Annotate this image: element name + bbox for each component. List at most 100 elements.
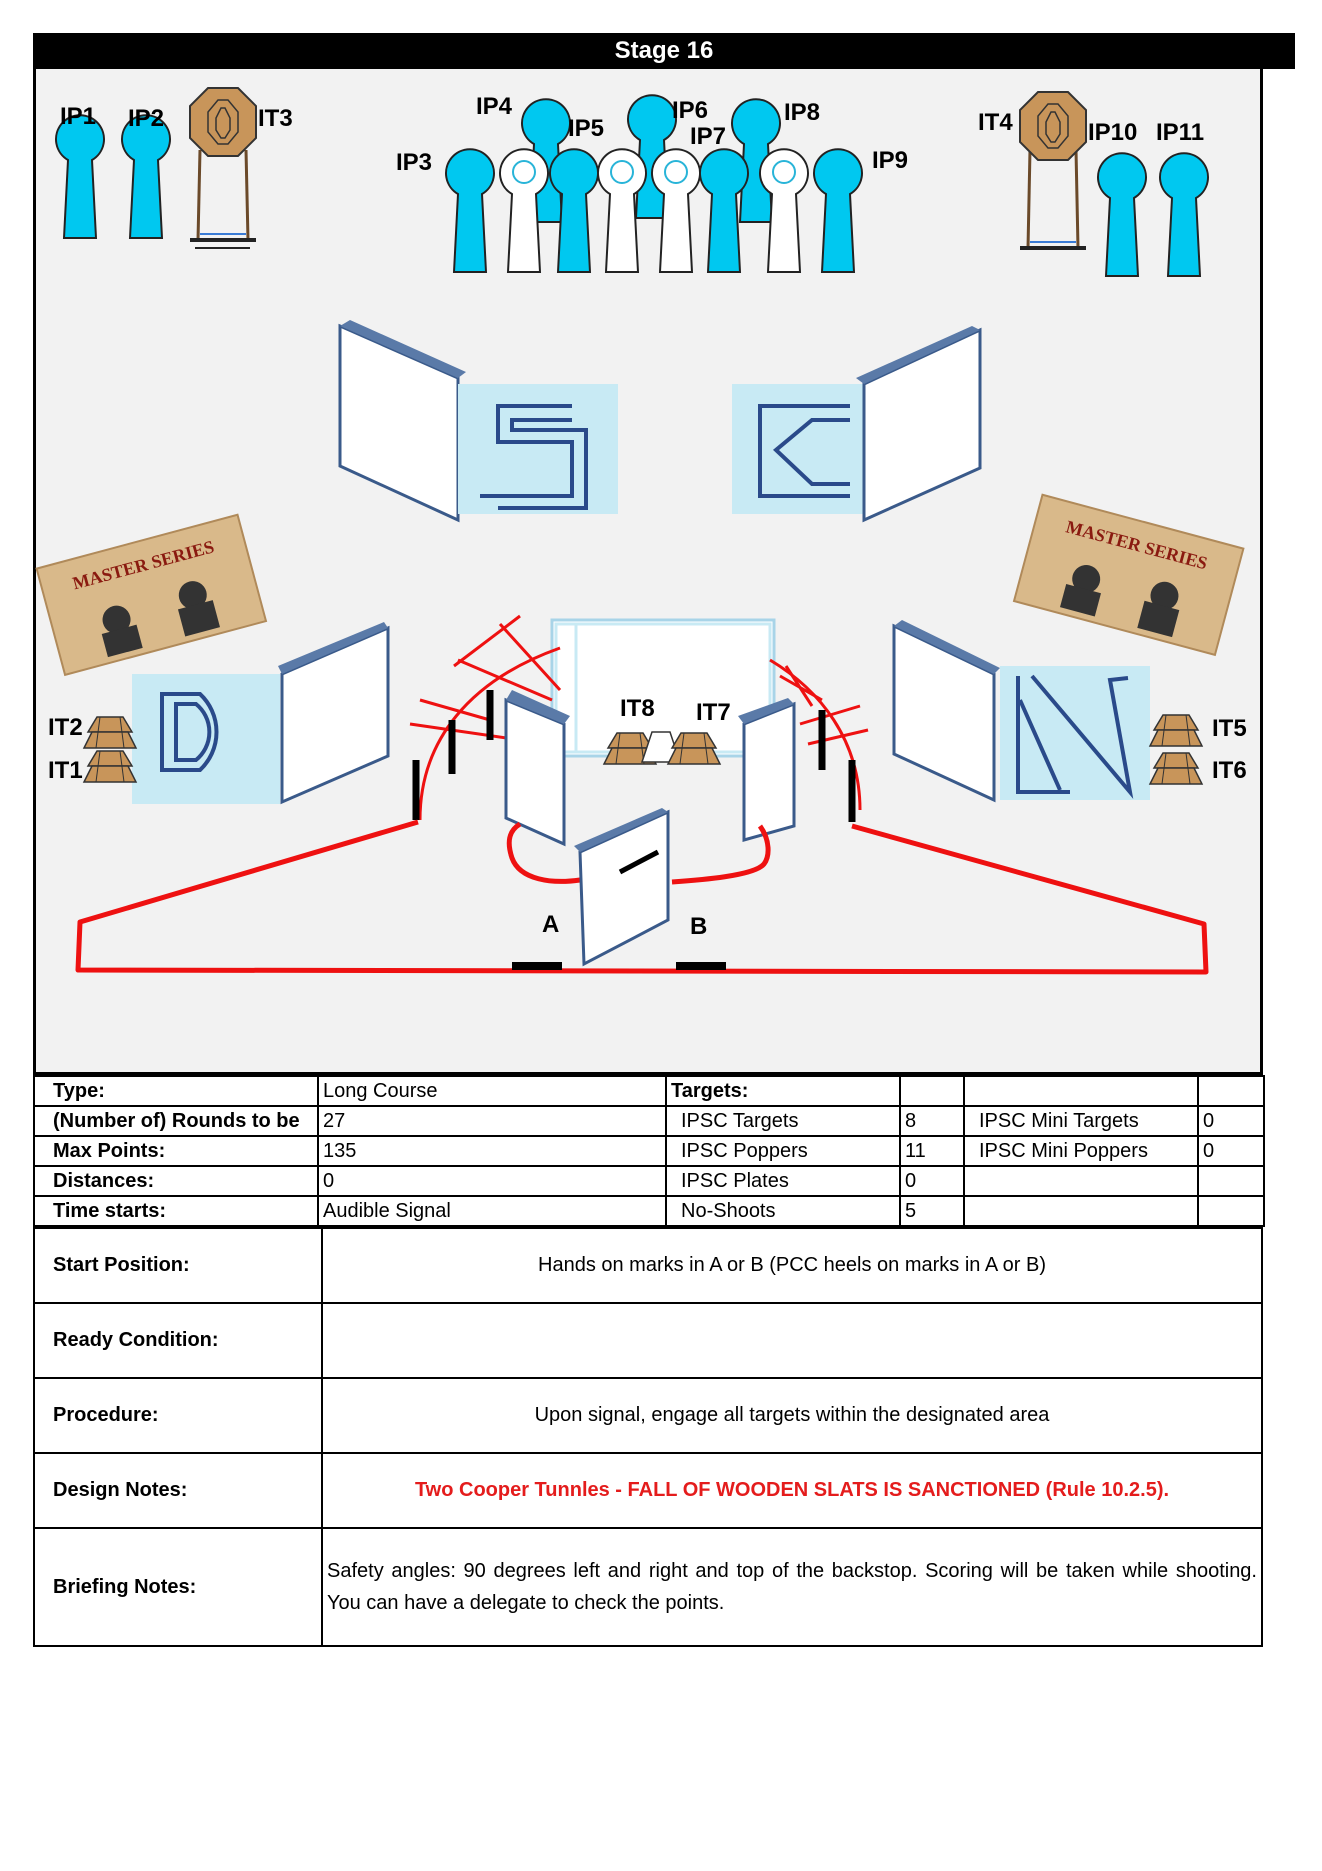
label-ip5: IP5 xyxy=(568,115,604,142)
start-value: Hands on marks in A or B (PCC heels on m… xyxy=(321,1227,1263,1304)
label-ip3: IP3 xyxy=(396,149,432,176)
empty-cell xyxy=(1197,1075,1265,1107)
ready-label: Ready Condition: xyxy=(33,1302,323,1379)
empty-cell xyxy=(963,1165,1199,1197)
row-time-starts: Time starts: Audible Signal No-Shoots 5 xyxy=(33,1195,1265,1227)
row-type: Type: Long Course Targets: xyxy=(33,1075,1265,1107)
tunnel-wall-right xyxy=(738,698,796,842)
label-it2: IT2 xyxy=(48,714,83,741)
target-it5 xyxy=(1149,714,1203,747)
label-position-a: A xyxy=(542,911,559,938)
label-ip7: IP7 xyxy=(690,123,726,150)
ipsc-targets-count: 8 xyxy=(899,1105,965,1137)
row-design-notes: Design Notes: Two Cooper Tunnles - FALL … xyxy=(33,1452,1263,1529)
label-ip2: IP2 xyxy=(128,105,164,132)
wall-s xyxy=(338,320,618,523)
label-ip10: IP10 xyxy=(1088,119,1137,146)
design-value: Two Cooper Tunnles - FALL OF WOODEN SLAT… xyxy=(321,1452,1263,1529)
label-it6: IT6 xyxy=(1212,757,1247,784)
mini-poppers-count: 0 xyxy=(1197,1135,1265,1167)
shooting-area-fault-line xyxy=(75,819,1209,975)
row-distances: Distances: 0 IPSC Plates 0 xyxy=(33,1165,1265,1197)
empty-cell xyxy=(1197,1165,1265,1197)
empty-cell xyxy=(1197,1195,1265,1227)
row-procedure: Procedure: Upon signal, engage all targe… xyxy=(33,1377,1263,1454)
wall-c xyxy=(732,326,982,523)
row-ready-condition: Ready Condition: xyxy=(33,1302,1263,1379)
briefing-value: Safety angles: 90 degrees left and right… xyxy=(321,1527,1263,1647)
rounds-label: (Number of) Rounds to be xyxy=(33,1105,319,1137)
label-ip1: IP1 xyxy=(60,103,96,130)
mini-targets-label: IPSC Mini Targets xyxy=(963,1105,1199,1137)
popper-ip3 xyxy=(445,148,495,273)
target-it1 xyxy=(83,750,137,783)
target-it6 xyxy=(1149,752,1203,785)
rounds-value: 27 xyxy=(317,1105,667,1137)
no-shoots-count: 5 xyxy=(899,1195,965,1227)
time-value: Audible Signal xyxy=(317,1195,667,1227)
ipsc-poppers-label: IPSC Poppers xyxy=(665,1135,901,1167)
empty-cell xyxy=(963,1075,1199,1107)
logo-master-series-right: MASTER SERIES xyxy=(1012,493,1245,657)
label-it5: IT5 xyxy=(1212,715,1247,742)
label-it1: IT1 xyxy=(48,757,83,784)
label-position-b: B xyxy=(690,913,707,940)
ipsc-plates-count: 0 xyxy=(899,1165,965,1197)
label-it8: IT8 xyxy=(620,695,655,722)
noshoot-center xyxy=(640,731,682,763)
ipsc-poppers-count: 11 xyxy=(899,1135,965,1167)
popper-ip2 xyxy=(121,114,171,239)
mini-targets-count: 0 xyxy=(1197,1105,1265,1137)
ready-value xyxy=(321,1302,1263,1379)
no-shoots-label: No-Shoots xyxy=(665,1195,901,1227)
max-label: Max Points: xyxy=(33,1135,319,1167)
briefing-label: Briefing Notes: xyxy=(33,1527,323,1647)
label-it4: IT4 xyxy=(978,109,1013,136)
row-max-points: Max Points: 135 IPSC Poppers 11 IPSC Min… xyxy=(33,1135,1265,1167)
dist-value: 0 xyxy=(317,1165,667,1197)
stage-details-table: Start Position: Hands on marks in A or B… xyxy=(33,1227,1263,1647)
type-value: Long Course xyxy=(317,1075,667,1107)
type-label: Type: xyxy=(33,1075,319,1107)
popper-ip10 xyxy=(1097,152,1147,277)
max-value: 135 xyxy=(317,1135,667,1167)
popper-ip1 xyxy=(55,114,105,239)
noshoot-popper-1 xyxy=(499,148,549,273)
start-wall xyxy=(574,808,670,967)
label-ip6: IP6 xyxy=(672,97,708,124)
noshoot-popper-4 xyxy=(759,148,809,273)
stage-title: Stage 16 xyxy=(33,33,1295,69)
procedure-value: Upon signal, engage all targets within t… xyxy=(321,1377,1263,1454)
noshoot-popper-2 xyxy=(597,148,647,273)
label-it3: IT3 xyxy=(258,105,293,132)
mini-poppers-label: IPSC Mini Poppers xyxy=(963,1135,1199,1167)
targets-label: Targets: xyxy=(665,1075,901,1107)
ipsc-plates-label: IPSC Plates xyxy=(665,1165,901,1197)
label-ip9: IP9 xyxy=(872,147,908,174)
popper-ip11 xyxy=(1159,152,1209,277)
wall-d xyxy=(132,622,390,805)
row-rounds: (Number of) Rounds to be 27 IPSC Targets… xyxy=(33,1105,1265,1137)
label-it7: IT7 xyxy=(696,699,731,726)
cooper-tunnel-right xyxy=(769,658,869,811)
empty-cell xyxy=(899,1075,965,1107)
target-it4 xyxy=(1019,91,1087,250)
design-label: Design Notes: xyxy=(33,1452,323,1529)
stage-info-table: Type: Long Course Targets: (Number of) R… xyxy=(33,1075,1265,1227)
target-it3 xyxy=(189,87,257,249)
start-label: Start Position: xyxy=(33,1227,323,1304)
start-mark-a xyxy=(512,962,562,970)
dist-label: Distances: xyxy=(33,1165,319,1197)
label-ip4: IP4 xyxy=(476,93,513,120)
noshoot-popper-3 xyxy=(651,148,701,273)
target-it2 xyxy=(83,716,137,749)
cooper-tunnel-left xyxy=(409,614,562,821)
tunnel-wall-left xyxy=(504,690,570,847)
procedure-label: Procedure: xyxy=(33,1377,323,1454)
logo-master-series-left: MASTER SERIES xyxy=(35,513,268,677)
time-label: Time starts: xyxy=(33,1195,319,1227)
label-ip8: IP8 xyxy=(784,99,820,126)
stage-diagram: MASTER SERIES MASTER SERIES xyxy=(35,87,1247,975)
row-start-position: Start Position: Hands on marks in A or B… xyxy=(33,1227,1263,1304)
tunnel-posts xyxy=(412,690,856,822)
